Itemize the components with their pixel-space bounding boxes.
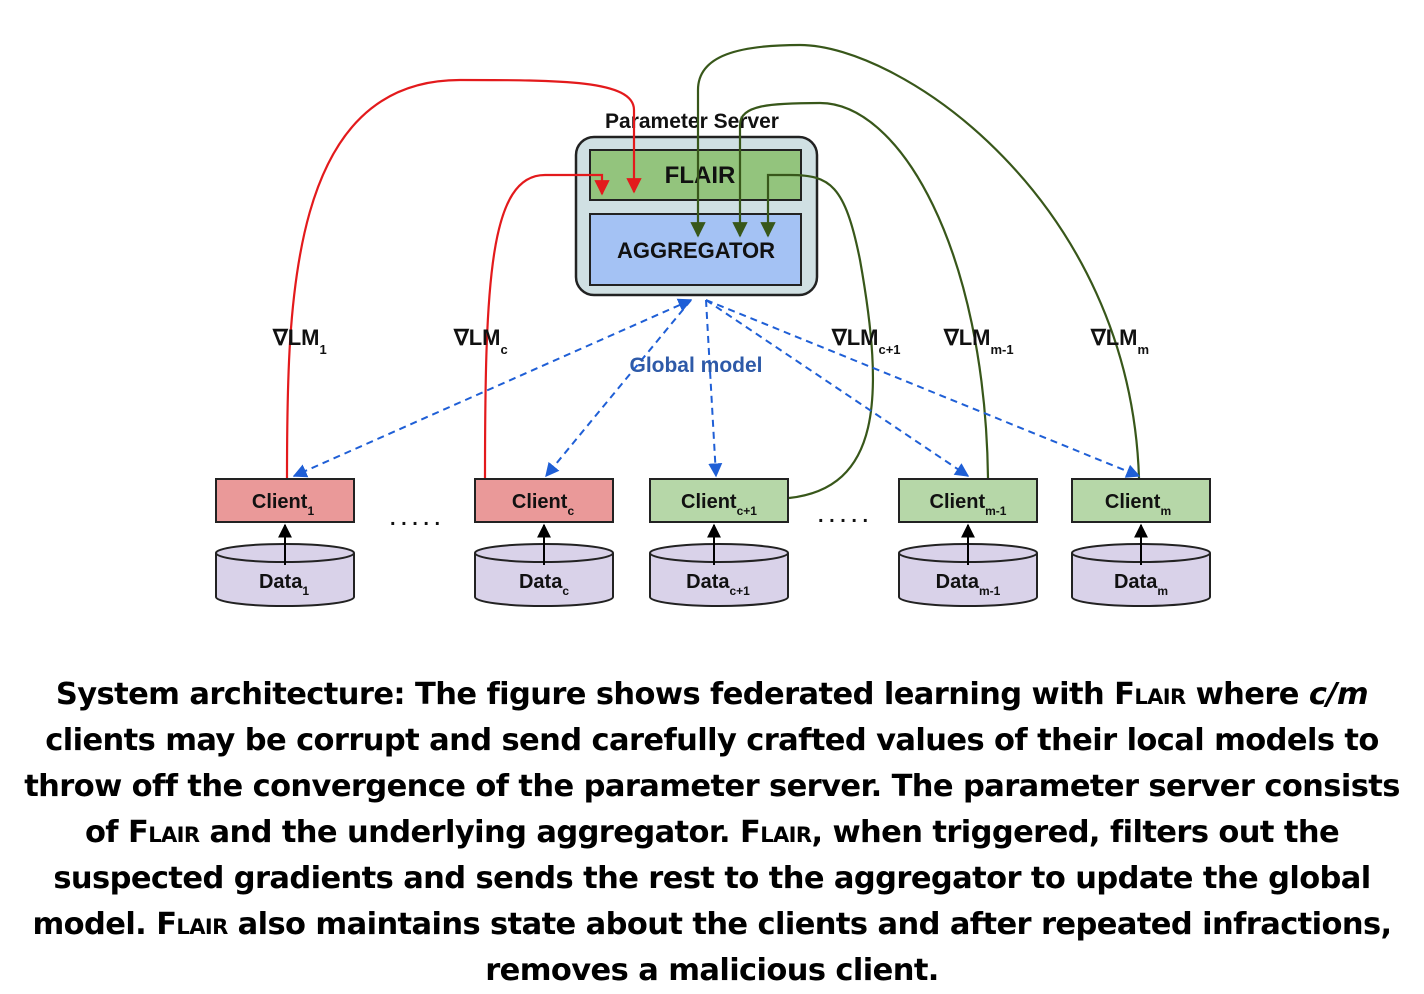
gradient-arrow-client-1 (285, 78, 642, 479)
figure-caption: System architecture: The figure shows fe… (24, 677, 1400, 988)
client-label: Clientc+1 (681, 491, 757, 518)
data-cylinder (898, 553, 1038, 607)
global-model-label: Global model (629, 354, 762, 377)
gradient-label: ∇LMc (453, 325, 508, 357)
data-label: Datam-1 (936, 571, 1001, 598)
data-cylinder (1071, 553, 1211, 607)
global-model-arrow-m (705, 299, 1141, 478)
gradient-arrow-client-c-1 (760, 173, 875, 500)
gradient-label: ∇LM1 (272, 325, 327, 357)
data-cylinder (649, 553, 789, 607)
server-title: Parameter Server (605, 110, 779, 133)
global-model-arrow-m-1 (705, 299, 970, 477)
data-cylinder-top (649, 543, 789, 563)
data-label: Datac (519, 571, 569, 598)
flair-label: FLAIR (665, 162, 736, 189)
client-box (1071, 478, 1211, 523)
gradient-label: ∇LMm (1090, 325, 1149, 357)
client-box (215, 478, 355, 523)
client-label: Clientm-1 (930, 491, 1007, 518)
client-label: Clientm (1105, 491, 1171, 518)
aggregator-label: AGGREGATOR (617, 238, 775, 263)
client-label: Clientc (512, 491, 575, 518)
flair-name: Flair (128, 815, 200, 850)
flair-name: Flair (1114, 677, 1186, 712)
architecture-diagram: Parameter Server FLAIR AGGREGATOR Global… (215, 43, 1211, 607)
flair-name: Flair (156, 907, 228, 942)
flair-module (589, 149, 802, 201)
client-label: Client1 (252, 491, 315, 518)
global-model-arrow-1 (292, 298, 693, 478)
data-label: Datac+1 (686, 571, 750, 598)
data-cylinder (474, 553, 614, 607)
data-cylinder (215, 553, 355, 607)
data-label: Data1 (259, 571, 309, 598)
global-model-arrow-c-1 (705, 299, 723, 478)
flair-name: Flair (739, 815, 812, 850)
client-box (898, 478, 1038, 523)
client-box (649, 478, 789, 523)
gradient-label: ∇LMm-1 (943, 325, 1014, 357)
gradient-label: ∇LMc+1 (831, 325, 901, 357)
ellipsis: . . . . . (818, 505, 868, 527)
data-label: Datam (1114, 571, 1168, 598)
gradient-arrow-client-m (690, 43, 1141, 479)
client-box (474, 478, 614, 523)
global-model-arrow-c (545, 299, 692, 478)
gradient-arrow-client-m-1 (732, 101, 990, 479)
ellipsis: . . . . . (390, 508, 440, 530)
